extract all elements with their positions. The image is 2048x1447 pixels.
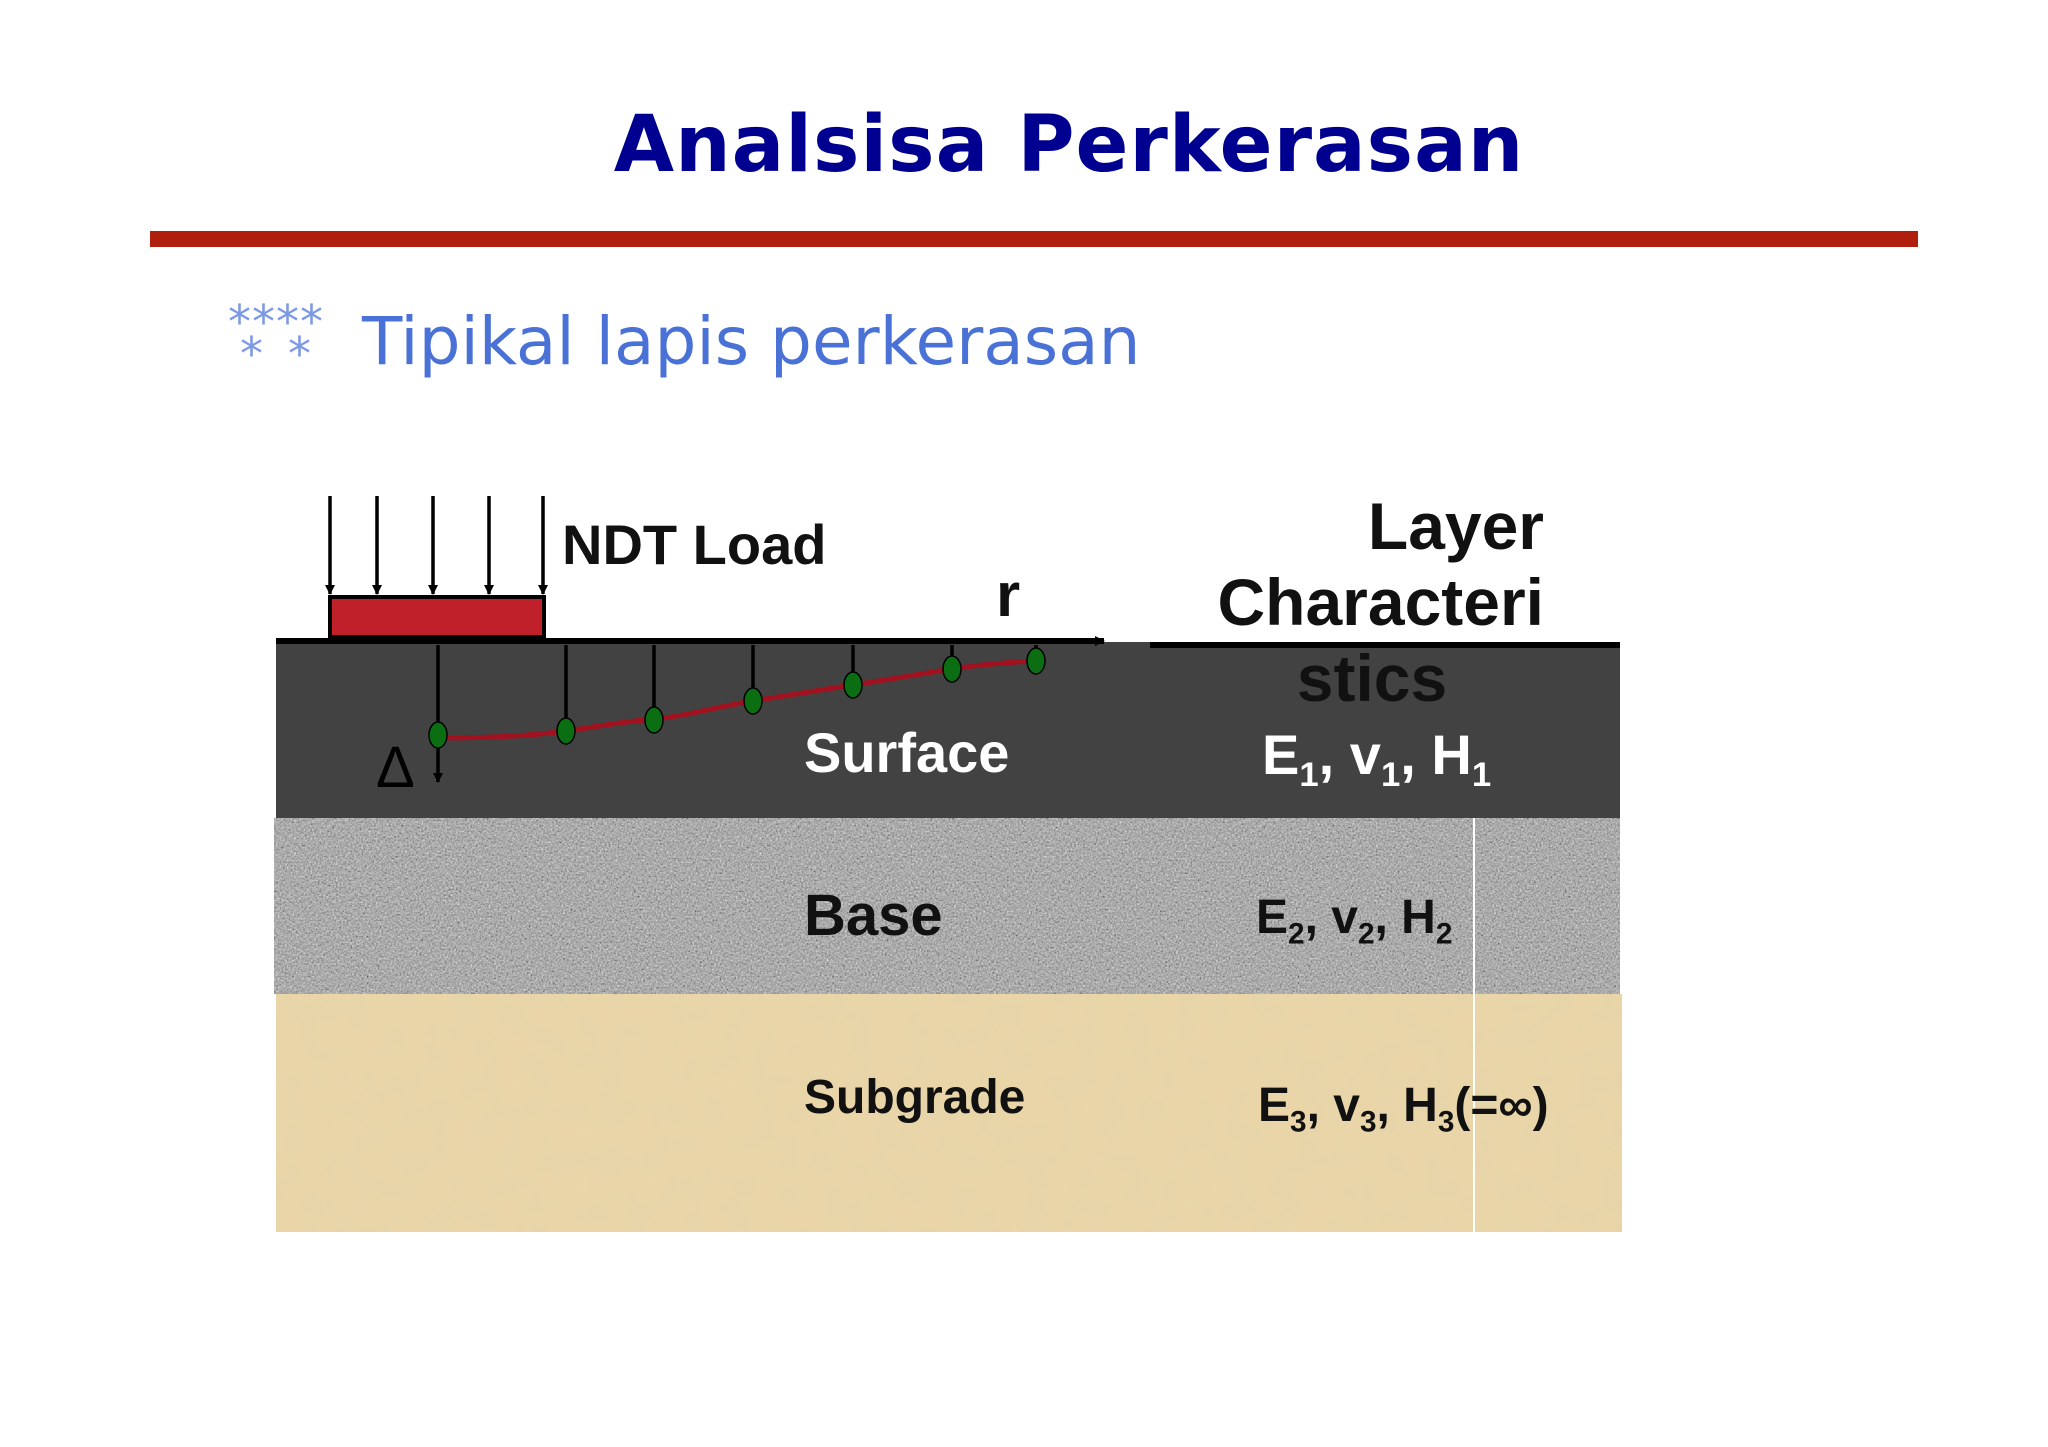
page-title: Analsisa Perkerasan <box>613 100 1525 190</box>
svg-text:*: * <box>300 296 323 349</box>
sensor-point <box>843 671 863 699</box>
sensor-point <box>428 721 448 749</box>
svg-text:*: * <box>252 296 275 349</box>
surface-label: Surface <box>804 721 1010 784</box>
r-label: r <box>996 561 1021 630</box>
load-arrows <box>325 496 548 595</box>
sensor-point <box>942 655 962 683</box>
subgrade-texture <box>276 994 1622 1232</box>
bullet-item: * * * * * * Tipikal lapis perkerasan <box>228 296 1140 386</box>
layer-characteristics-heading: Layer Characteri stics <box>1160 488 1545 716</box>
sensor-point <box>1026 647 1046 675</box>
heading-line-1: Layer <box>1367 489 1544 563</box>
base-properties: E2, v2, H2 <box>1256 891 1453 951</box>
heading-line-2: Characteri <box>1217 565 1545 639</box>
sensor-point <box>644 706 664 734</box>
title-divider <box>150 231 1918 247</box>
svg-text:*: * <box>240 327 263 381</box>
load-plate <box>328 595 546 639</box>
sensor-points <box>428 647 1046 749</box>
snowflake-asterisk-icon: * * * * * * <box>228 296 323 381</box>
ndt-load-label: NDT Load <box>562 513 827 576</box>
base-texture <box>274 818 1620 994</box>
heading-line-3: stics <box>1296 641 1448 715</box>
subgrade-properties: E3, v3, H3(=∞) <box>1258 1079 1549 1139</box>
deflection-symbol: Δ <box>376 735 415 800</box>
subgrade-label: Subgrade <box>804 1071 1026 1124</box>
surface-properties: E1, v1, H1 <box>1262 723 1492 795</box>
svg-text:*: * <box>276 296 299 349</box>
svg-text:*: * <box>288 327 311 381</box>
base-label: Base <box>804 883 943 948</box>
svg-text:*: * <box>228 296 251 349</box>
sensor-point <box>556 717 576 745</box>
sensor-point <box>743 687 763 715</box>
bullet-text: Tipikal lapis perkerasan <box>362 302 1141 380</box>
